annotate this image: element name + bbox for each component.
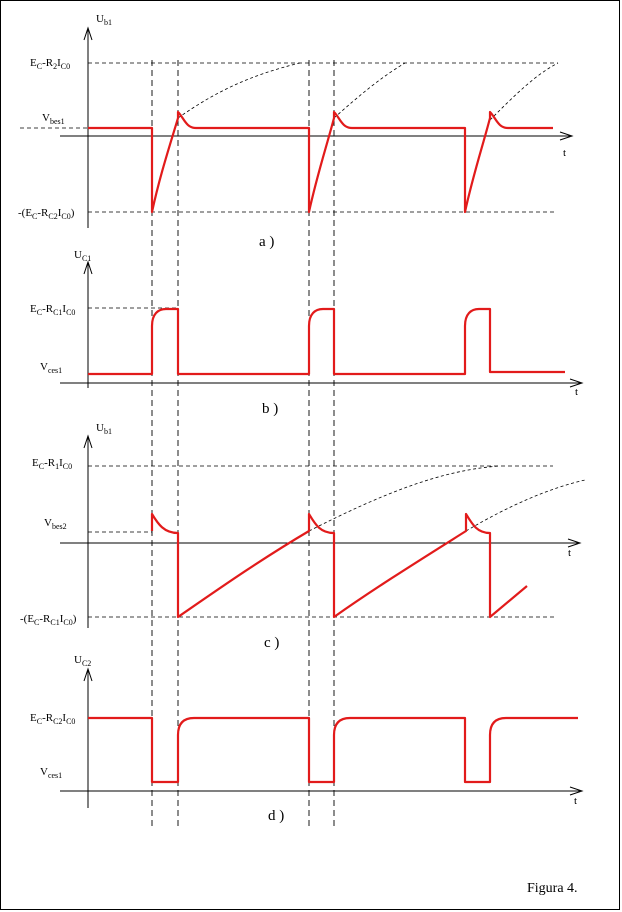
panel-a-caption: a ) bbox=[259, 234, 274, 250]
panel-a-signal bbox=[88, 110, 553, 214]
panel-a: t Ub1 EC-R2IC0 Vbes1 -(EC-RC2IC0) a ) bbox=[18, 13, 574, 250]
panel-c: t Ub1 EC-R1IC0 Vbes2 -(EC-RC1IC0) c ) bbox=[20, 422, 586, 651]
panel-d-t-label: t bbox=[574, 795, 577, 807]
panel-d-y-arrow bbox=[83, 667, 93, 682]
panel-b-y-arrow bbox=[83, 260, 93, 275]
panel-a-level-vbes1: Vbes1 bbox=[42, 112, 65, 126]
panel-b-caption: b ) bbox=[262, 401, 278, 417]
panel-c-caption: c ) bbox=[264, 635, 279, 651]
panel-d: t UC2 EC-RC2IC0 Vces1 d ) bbox=[30, 654, 584, 824]
panel-a-axis-name: Ub1 bbox=[96, 13, 112, 27]
panel-d-caption: d ) bbox=[268, 808, 284, 824]
panel-a-charge-curve-1 bbox=[177, 62, 301, 119]
figure-label: Figura 4. bbox=[527, 881, 578, 896]
panel-d-t-arrow bbox=[569, 786, 584, 796]
panel-d-level-top: EC-RC2IC0 bbox=[30, 712, 75, 726]
panel-d-axis-name: UC2 bbox=[74, 654, 91, 668]
panel-a-t-label: t bbox=[563, 147, 566, 159]
panel-b-t-label: t bbox=[575, 386, 578, 398]
panel-a-t-arrow bbox=[559, 131, 574, 141]
panel-b-signal bbox=[88, 307, 565, 376]
panel-a-charge-curve-2 bbox=[333, 62, 406, 119]
panel-b-t-arrow bbox=[569, 378, 584, 388]
panel-c-charge-curve-2 bbox=[465, 479, 586, 532]
panel-c-level-top: EC-R1IC0 bbox=[32, 457, 72, 471]
panel-c-y-arrow bbox=[83, 434, 93, 449]
panel-a-level-bottom: -(EC-RC2IC0) bbox=[18, 207, 75, 221]
panel-b-axis-name: UC1 bbox=[74, 249, 91, 263]
timing-guides bbox=[151, 60, 335, 828]
panel-b-level-top: EC-RC1IC0 bbox=[30, 303, 75, 317]
panel-c-level-bottom: -(EC-RC1IC0) bbox=[20, 613, 77, 627]
panel-b: t UC1 EC-RC1IC0 Vces1 b ) bbox=[30, 249, 584, 417]
panel-c-axis-name: Ub1 bbox=[96, 422, 112, 436]
panel-c-level-vbes2: Vbes2 bbox=[44, 517, 67, 531]
panel-a-y-arrow bbox=[83, 26, 93, 41]
panel-a-level-top: EC-R2IC0 bbox=[30, 57, 70, 71]
panel-c-signal bbox=[150, 512, 528, 619]
panel-c-t-label: t bbox=[568, 547, 571, 559]
panel-d-signal bbox=[88, 716, 578, 784]
panel-a-charge-curve-3 bbox=[489, 62, 559, 121]
panel-d-level-vces1: Vces1 bbox=[40, 766, 62, 780]
panel-c-t-arrow bbox=[567, 538, 582, 548]
panel-c-charge-curve-1 bbox=[308, 465, 501, 532]
panel-b-level-vces1: Vces1 bbox=[40, 361, 62, 375]
